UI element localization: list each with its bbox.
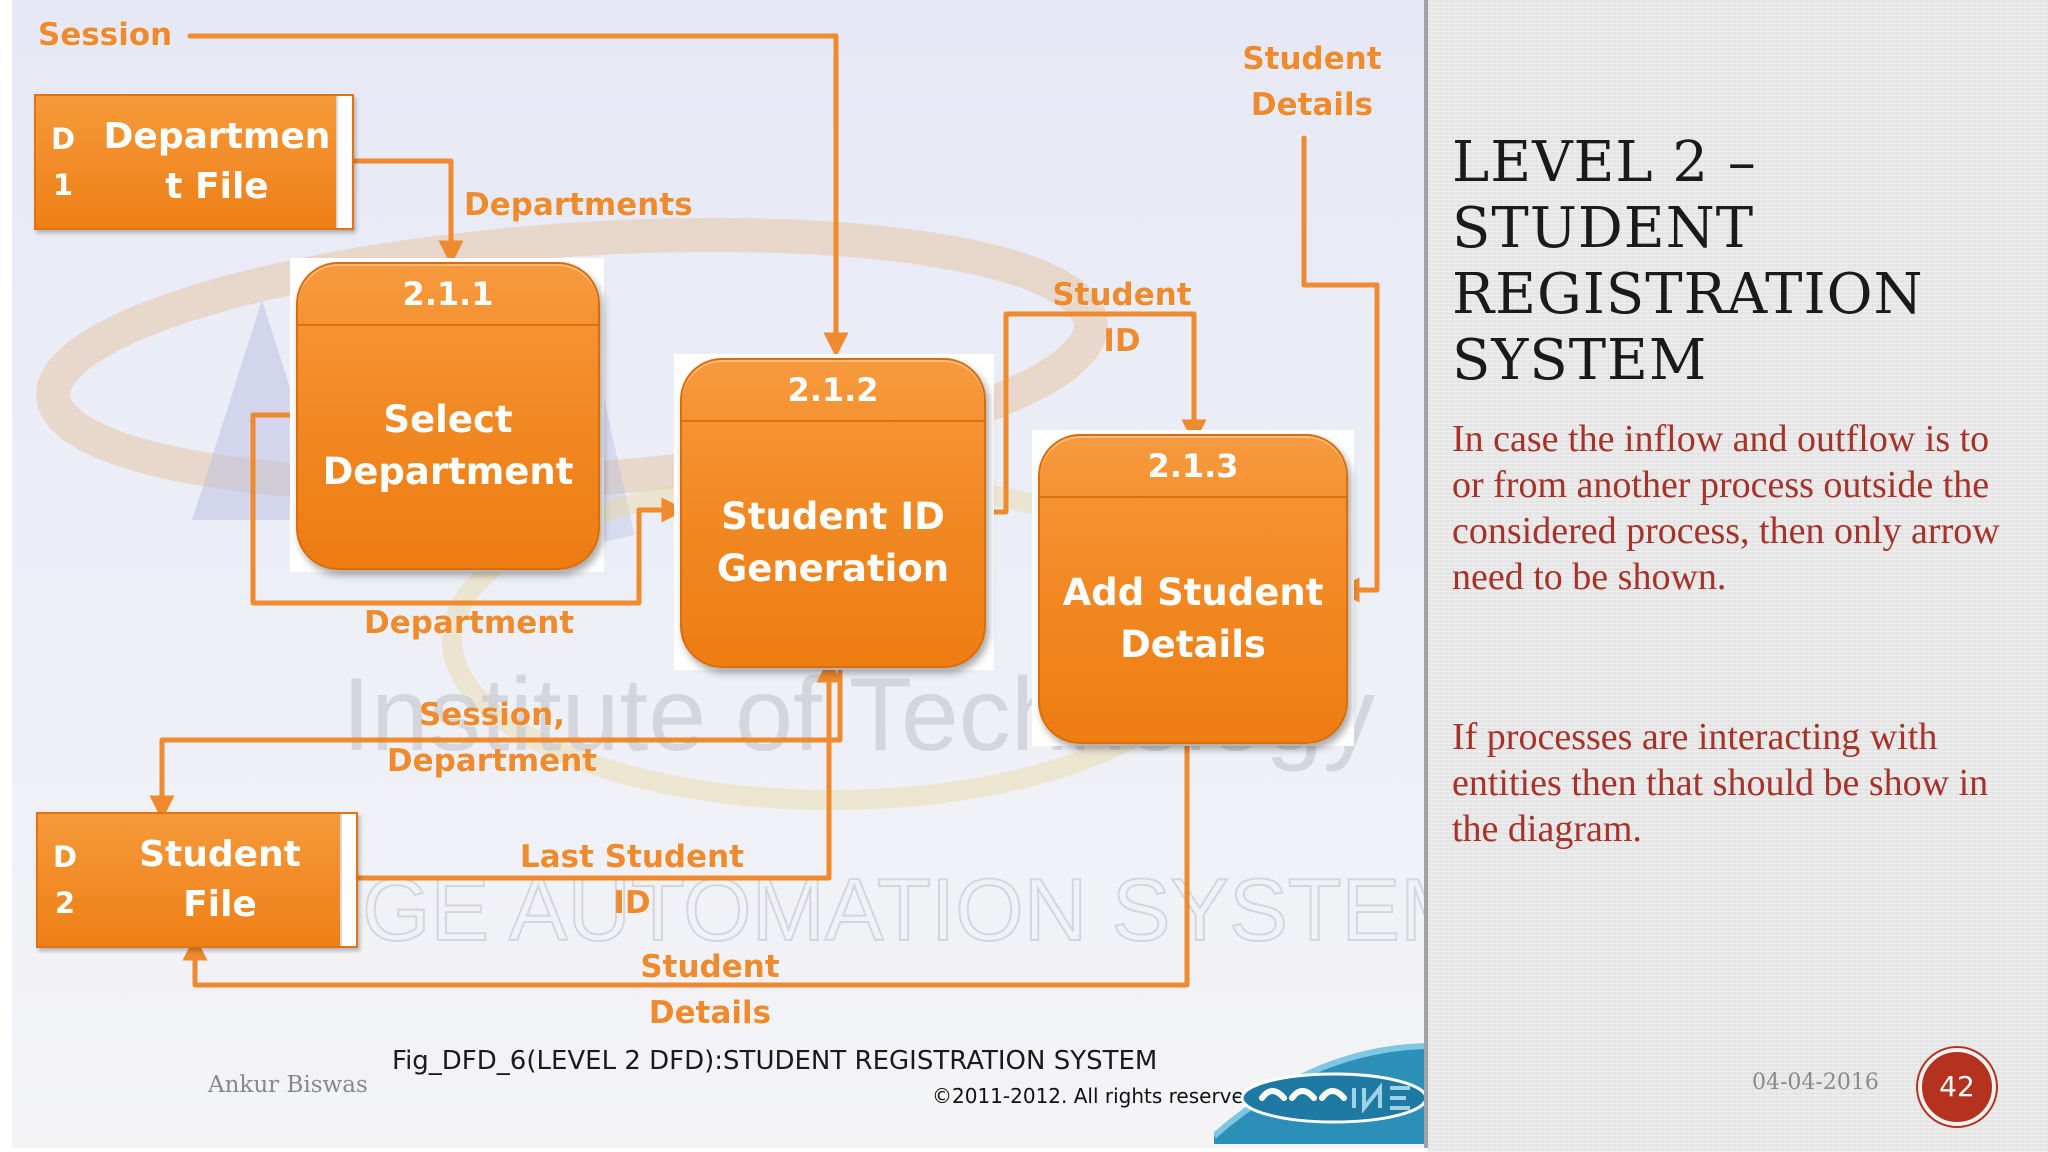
flow-student-id [979, 311, 1207, 515]
flow-departments [349, 158, 464, 266]
label-departments: Departments [464, 187, 693, 223]
data-store-d2-id: D 2 [52, 840, 78, 920]
label-last-student-id: Last Student ID [519, 839, 745, 921]
process-2-1-1: 2.1.1 Select Department [296, 262, 600, 570]
text-panel [1428, 0, 2048, 1152]
flow-department [250, 412, 687, 606]
process-number: 2.1.3 [1040, 436, 1346, 498]
label-session: Session [38, 17, 173, 53]
flow-connectors [149, 33, 1380, 988]
figure-caption: Fig_DFD_6(LEVEL 2 DFD):STUDENT REGISTRAT… [392, 1046, 1158, 1076]
author-name: Ankur Biswas [208, 1072, 368, 1098]
label-student-details-in: Student Details [1242, 41, 1382, 123]
slide-date: 04-04-2016 [1752, 1070, 1879, 1095]
flow-student-details-out [182, 742, 1190, 988]
data-store-d1-name: Departmen t File [103, 116, 331, 207]
flow-session [187, 33, 849, 358]
slide-title: LEVEL 2 – STUDENT REGISTRATION SYSTEM [1452, 130, 1924, 393]
process-2-1-2: 2.1.2 Student ID Generation [680, 358, 986, 668]
process-name: Student ID Generation [716, 495, 950, 590]
flow-session-department [149, 662, 843, 821]
label-department: Department [364, 605, 575, 641]
page-number-badge: 42 [1918, 1048, 1996, 1126]
flow-last-student-id [346, 657, 842, 881]
data-store-d1: D 1 Departmen t File [34, 94, 354, 230]
data-store-d1-id: D 1 [50, 122, 76, 202]
copyright-notice: ©2011-2012. All rights reserved [932, 1084, 1257, 1108]
body-paragraph-1: In case the inflow and outflow is to or … [1452, 418, 2000, 598]
data-store-d2: D 2 Student File [36, 812, 358, 948]
diagram-panel: Institute of Technology GE AUTOMATION SY… [12, 0, 1428, 1148]
process-name: Select Department [322, 398, 574, 493]
flow-student-details-in [1301, 135, 1380, 603]
company-logo [1214, 1043, 1424, 1144]
body-paragraph-2: If processes are interacting with entiti… [1452, 716, 1989, 850]
process-name: Add Student Details [1062, 571, 1324, 666]
process-number: 2.1.1 [298, 264, 598, 326]
label-student-details-out: Student Details [640, 949, 780, 1031]
data-store-d2-name: Student File [139, 834, 301, 925]
data-store-d1-edge [336, 96, 352, 228]
data-store-d2-edge [340, 814, 356, 946]
label-student-id: Student ID [1052, 277, 1192, 359]
process-number: 2.1.2 [682, 360, 984, 422]
label-session-department: Session, Department [386, 697, 598, 779]
process-2-1-3: 2.1.3 Add Student Details [1038, 434, 1348, 744]
